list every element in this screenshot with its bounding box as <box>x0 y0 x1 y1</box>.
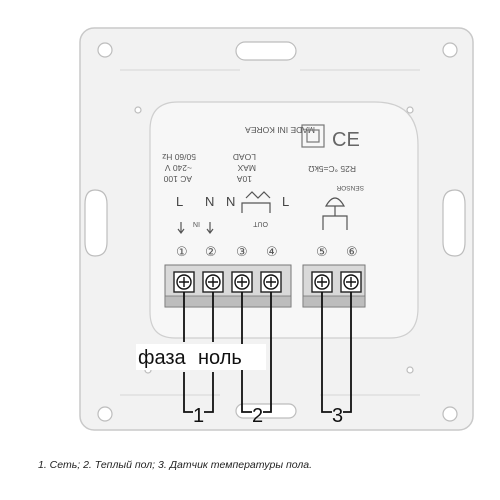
letter-l-in: L <box>176 194 183 209</box>
wire-2-lower <box>204 372 214 413</box>
terminal-number-4: ④ <box>266 245 278 260</box>
screw-3-icon <box>231 271 253 293</box>
neutral-label: ноль <box>198 347 242 369</box>
mounting-holes <box>84 41 466 422</box>
terminal-numbers: ① ② ③ ④ ⑤ ⑥ <box>176 245 358 260</box>
sensor-label: SENSOR <box>336 184 364 191</box>
terminal-screws <box>173 271 362 293</box>
screw-6-icon <box>340 271 362 293</box>
terminal-number-3: ③ <box>236 245 248 260</box>
class-ii-icon <box>301 124 325 148</box>
group-number-3: 3 <box>332 405 343 427</box>
rating-label: MADE INI KOREA AC 100 ~240 V 50/60 Hz 10… <box>162 125 356 184</box>
freq-text: 50/60 Hz <box>162 152 196 162</box>
wire-4 <box>263 292 272 413</box>
letter-l-out: L <box>282 194 289 209</box>
terminal-number-1: ① <box>176 245 188 260</box>
wire-1-lower <box>183 372 193 413</box>
group-number-2: 2 <box>252 405 263 427</box>
screw-2-icon <box>202 271 224 293</box>
terminal-number-2: ② <box>205 245 217 260</box>
max-text: MAX <box>237 163 256 173</box>
group-number-1: 1 <box>193 405 204 427</box>
in-label: IN <box>193 220 200 227</box>
terminal-number-5: ⑤ <box>316 245 328 260</box>
terminal-number-6: ⑥ <box>346 245 358 260</box>
terminal-symbols <box>177 191 348 234</box>
ce-mark: CE <box>332 129 360 151</box>
wire-5 <box>321 292 332 413</box>
out-label: OUT <box>253 220 269 227</box>
resistance-text: R25 °C=5kΩ <box>308 164 356 174</box>
screw-5-icon <box>311 271 333 293</box>
made-in-text: MADE INI KOREA <box>245 125 315 135</box>
letter-n-out: N <box>226 194 235 209</box>
load-text: LOAD <box>233 152 256 162</box>
phase-label: фаза <box>138 347 187 369</box>
wire-3 <box>241 292 252 413</box>
ac-rating-text: AC 100 <box>163 174 192 184</box>
terminal-letters: L N N L <box>176 194 289 209</box>
screw-4-icon <box>260 271 282 293</box>
ac-voltage-text: ~240 V <box>164 163 192 173</box>
letter-n-in: N <box>205 194 214 209</box>
wire-6 <box>343 292 352 413</box>
screw-1-icon <box>173 271 195 293</box>
wires <box>183 292 352 413</box>
amps-text: 10A <box>237 174 252 184</box>
label-backdrop <box>136 344 266 370</box>
plate-ribs <box>120 69 420 396</box>
group-numbers: 1 2 3 <box>193 405 343 427</box>
figure-caption: 1. Сеть; 2. Теплый пол; 3. Датчик темпер… <box>38 459 313 471</box>
